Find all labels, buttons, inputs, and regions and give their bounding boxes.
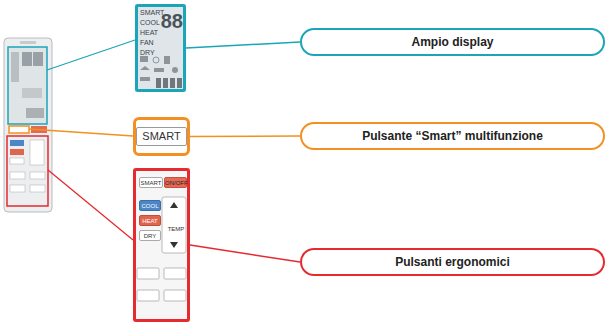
connector-line [186,42,300,48]
display-label: DRY [140,49,155,56]
plain-button [164,268,186,279]
buttons-inset: SMARTON/OFF COOL HEAT DRY TEMP [133,168,190,322]
display-label: SMART [140,9,164,16]
display-digit [177,78,182,88]
remote-display-icons [22,88,42,98]
temp-up-arrow [170,202,178,208]
display-icon [153,57,159,63]
remote-button [30,185,45,192]
plain-button [137,268,159,279]
remote-logo [20,41,36,44]
temp-down-arrow [170,242,178,248]
display-icon [154,68,164,72]
display-icon [164,56,170,64]
remote-temp-rocker [30,140,44,165]
display-label: FAN [140,39,154,46]
button-label: HEAT [139,215,161,226]
button-label: DRY [139,230,161,241]
remote-body [4,38,52,212]
display-digit [170,78,175,88]
button-label: ON/OFF [164,177,187,188]
remote-display-marks [11,52,19,82]
callout-text: Ampio display [411,35,493,49]
remote-button [30,172,45,179]
buttons-ground [133,168,190,322]
connector-line [190,245,300,262]
display-icon [140,77,150,81]
button-label: SMART [139,177,163,188]
display-label: HEAT [140,29,158,36]
display-icon [140,66,150,70]
display-ground [135,4,186,92]
remote-display-digits [26,108,44,118]
callout-pill: Ampio display [300,28,605,56]
remote-buttons-area [7,136,48,206]
display-digit [156,78,161,88]
callout-pill: Pulsanti ergonomici [300,248,605,276]
plain-button [137,290,159,301]
remote-display [8,47,47,124]
leader-line [48,170,133,240]
remote-button [10,149,24,155]
display-icon [140,56,148,62]
remote-display-digits [22,52,32,66]
remote-smart-button [9,126,29,133]
smart-button: SMART [136,127,186,146]
callout-pill: Pulsante “Smart” multifunzione [300,122,605,150]
callout-text: Pulsante “Smart” multifunzione [362,129,543,143]
remote-button [10,140,24,146]
remote-button [10,172,25,179]
callout-text: Pulsanti ergonomici [395,255,510,269]
smart-inset: SMART [133,117,190,156]
button-label: COOL [139,200,161,211]
display-label: COOL [140,19,160,26]
temp-rocker [162,197,186,253]
remote-button [10,158,24,164]
remote-display-digits [33,52,43,66]
leader-line [29,129,133,136]
leader-line [47,40,135,70]
plain-button [164,290,186,301]
display-icon [172,67,178,73]
connector-line [190,135,300,137]
display-digit [163,78,168,88]
remote-button [10,185,25,192]
display-digits: 88 [161,11,183,31]
display-inset: SMART COOL HEAT FAN DRY 88 [135,4,186,92]
temp-label: TEMP [166,224,186,233]
